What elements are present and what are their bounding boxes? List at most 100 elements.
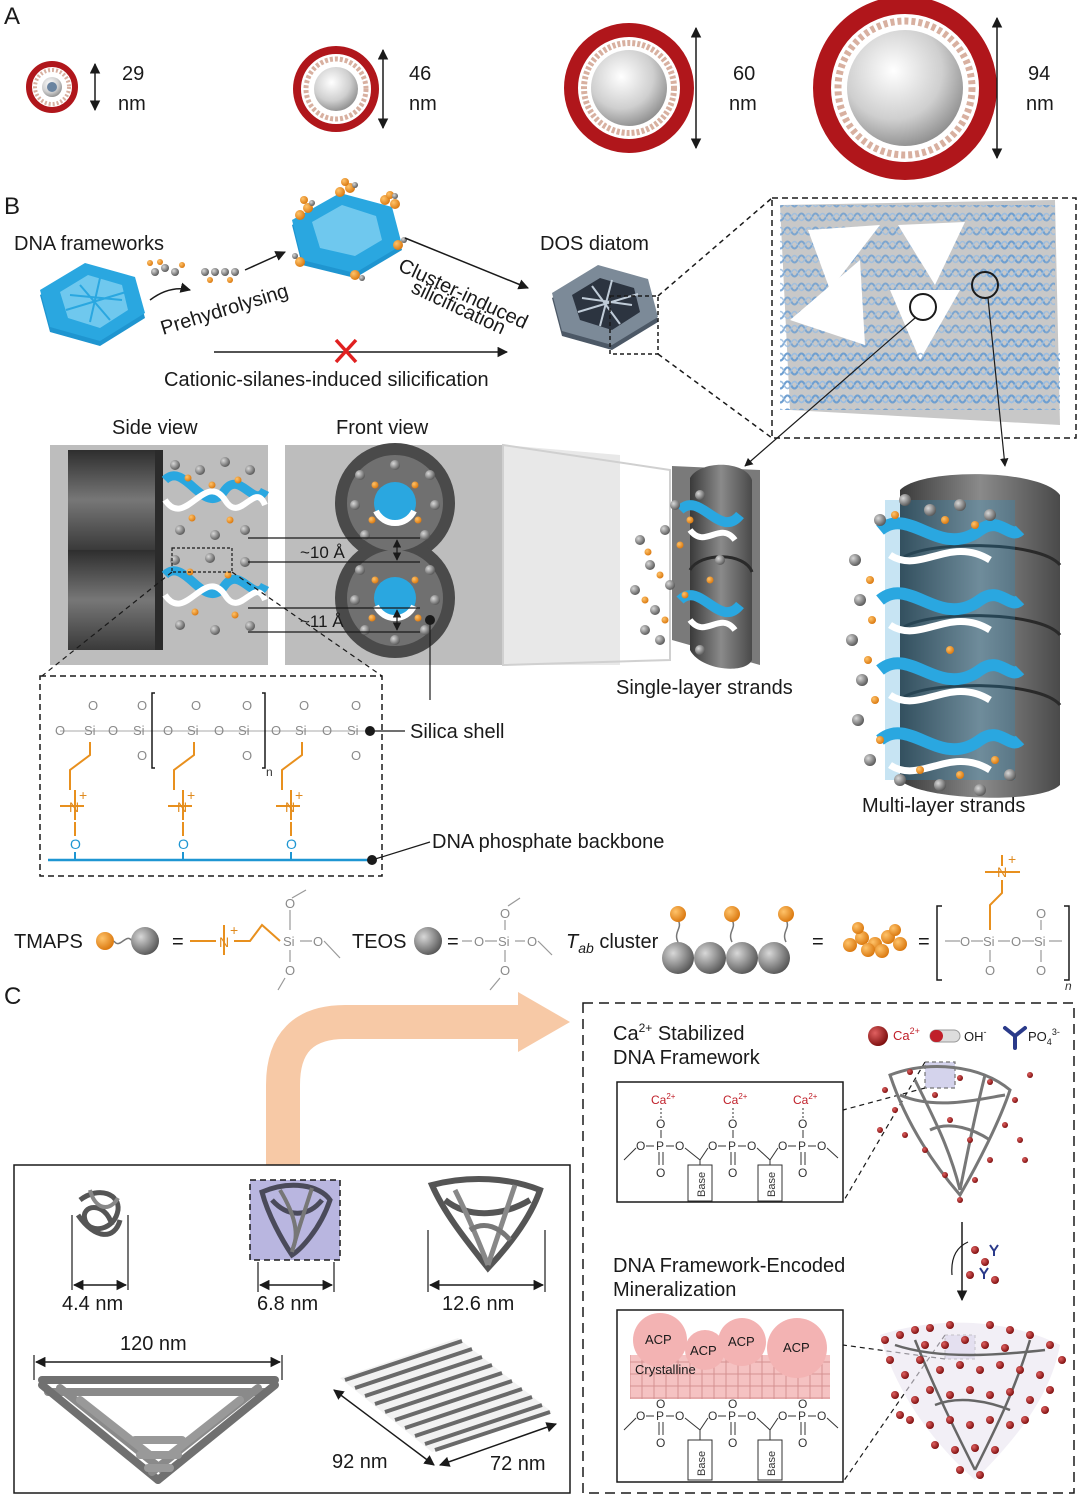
size-value-29: 29 <box>122 63 144 85</box>
svg-text:O: O <box>656 1397 665 1411</box>
size-unit-46: nm <box>409 93 437 115</box>
dna-framework-hexagon <box>40 263 145 346</box>
svg-text:O: O <box>1036 906 1046 921</box>
tmaps-structure: N + Si O O O <box>190 889 341 991</box>
svg-text:+: + <box>230 922 238 938</box>
svg-text:O: O <box>656 1117 665 1131</box>
svg-text:O: O <box>708 1409 717 1423</box>
cross-icon <box>334 338 358 364</box>
core-shell-particle-29nm <box>26 61 78 113</box>
panel-label-b: B <box>4 193 20 220</box>
panel-label-c: C <box>4 983 21 1010</box>
dna-backbone-label: DNA phosphate backbone <box>432 831 664 853</box>
svg-text:Base: Base <box>766 1451 778 1476</box>
size-value-60: 60 <box>733 63 755 85</box>
svg-text:PO43-: PO43- <box>1028 1027 1060 1047</box>
svg-text:O: O <box>798 1436 807 1450</box>
svg-text:N: N <box>69 799 79 815</box>
svg-text:O: O <box>88 698 98 713</box>
size-value-94: 94 <box>1028 63 1050 85</box>
panel-label-a: A <box>4 3 20 30</box>
svg-text:O: O <box>747 1409 756 1423</box>
svg-text:O: O <box>817 1139 826 1153</box>
front-view-label: Front view <box>336 417 429 439</box>
svg-text:O: O <box>242 748 252 763</box>
single-layer-label: Single-layer strands <box>616 677 793 699</box>
svg-text:O: O <box>708 1139 717 1153</box>
orange-cluster-icon <box>843 922 907 958</box>
dna-sheet-origami <box>340 1338 552 1452</box>
side-view-label: Side view <box>112 417 198 439</box>
svg-text:O: O <box>474 934 484 949</box>
svg-text:O: O <box>817 1409 826 1423</box>
svg-text:Si: Si <box>498 934 510 949</box>
svg-text:Si: Si <box>133 723 145 738</box>
svg-text:O: O <box>351 698 361 713</box>
svg-text:O: O <box>137 698 147 713</box>
svg-text:O: O <box>1036 963 1046 978</box>
distance-11-label: ~11 Å <box>300 612 344 631</box>
svg-text:OH-: OH- <box>964 1027 987 1044</box>
tab-cluster-label: Tab cluster <box>566 931 659 956</box>
teos-icon <box>414 927 442 955</box>
svg-text:N: N <box>285 799 295 815</box>
size-13nm-label: 12.6 nm <box>442 1293 514 1315</box>
single-layer-strands <box>630 464 760 669</box>
svg-text:O: O <box>163 723 173 738</box>
svg-text:Base: Base <box>696 1172 708 1197</box>
tetrahedron-4nm <box>75 1189 123 1237</box>
size-unit-60: nm <box>729 93 757 115</box>
svg-text:P: P <box>798 1409 806 1423</box>
svg-text:O: O <box>985 963 995 978</box>
svg-text:Ca2+: Ca2+ <box>793 1092 818 1107</box>
ca-stabilized-title-1: Ca2+ Stabilized <box>613 1021 745 1045</box>
svg-text:O: O <box>178 836 189 852</box>
svg-text:O: O <box>285 896 295 911</box>
ca-stabilized-title-2: DNA Framework <box>613 1047 761 1069</box>
svg-text:+: + <box>187 787 195 803</box>
svg-text:O: O <box>500 963 510 978</box>
svg-text:Ca2+: Ca2+ <box>651 1092 676 1107</box>
size-4nm-label: 4.4 nm <box>62 1293 123 1315</box>
svg-text:O: O <box>960 934 970 949</box>
svg-text:O: O <box>656 1166 665 1180</box>
svg-text:O: O <box>214 723 224 738</box>
svg-text:O: O <box>285 963 295 978</box>
svg-text:N: N <box>997 864 1007 880</box>
silane-precursors <box>147 259 239 283</box>
silica-chemistry-structure: O Si O Si O Si O Si O Si O Si O O O O O … <box>48 692 372 862</box>
core-shell-particle-46nm <box>293 46 379 132</box>
multi-layer-strands <box>846 474 1062 798</box>
size-72nm-label: 72 nm <box>490 1453 546 1475</box>
svg-text:O: O <box>636 1409 645 1423</box>
svg-text:O: O <box>798 1397 807 1411</box>
silica-shell-label: Silica shell <box>410 721 504 743</box>
mineralization-diagram: ACP ACP ACP ACP Crystalline O P O O P O … <box>623 1313 839 1481</box>
dna-frameworks-label: DNA frameworks <box>14 233 164 255</box>
mineralization-title-1: DNA Framework-Encoded <box>613 1255 845 1277</box>
tab-cluster-structure: n O Si O Si O O O N + <box>936 851 1072 993</box>
svg-text:O: O <box>500 906 510 921</box>
tetrahedron-13nm <box>427 1176 544 1273</box>
svg-text:O: O <box>675 1409 684 1423</box>
svg-text:O: O <box>778 1139 787 1153</box>
tmaps-icon <box>96 927 159 955</box>
svg-text:Base: Base <box>696 1451 708 1476</box>
svg-text:Si: Si <box>187 723 199 738</box>
ca-stabilized-backbone: Ca2+ Ca2+ Ca2+ O O O O P O O P O O P O O <box>623 1092 839 1202</box>
dna-triangle-origami <box>38 1376 279 1484</box>
core-shell-particle-60nm <box>564 23 694 153</box>
svg-text:P: P <box>728 1409 736 1423</box>
svg-text:O: O <box>242 698 252 713</box>
svg-text:O: O <box>286 836 297 852</box>
svg-text:O: O <box>313 934 323 949</box>
svg-text:O: O <box>322 723 332 738</box>
dos-diatom-hexagon <box>552 265 658 350</box>
svg-text:N: N <box>219 934 229 950</box>
svg-text:n: n <box>266 765 273 779</box>
size-120nm-label: 120 nm <box>120 1333 187 1355</box>
svg-text:O: O <box>798 1117 807 1131</box>
svg-text:P: P <box>656 1409 664 1423</box>
svg-text:Si: Si <box>84 723 96 738</box>
